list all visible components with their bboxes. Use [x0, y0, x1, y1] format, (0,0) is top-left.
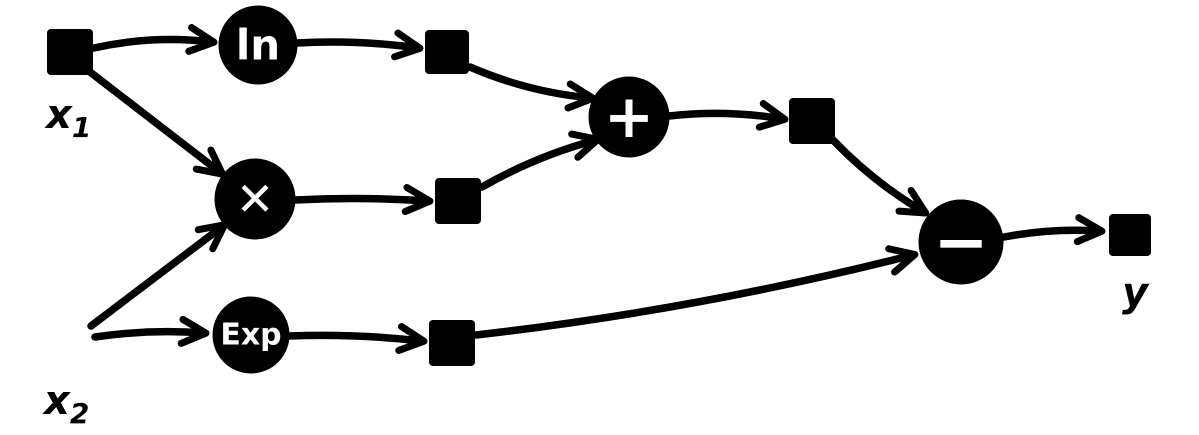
edge-s2-plus: [478, 130, 602, 191]
edge-x1-multiply: [86, 68, 227, 178]
edge-minus-out: [1000, 214, 1106, 246]
value-node-after-ln: [425, 30, 469, 74]
edge-exp-s4: [285, 323, 428, 354]
op-node-minus: [918, 199, 1004, 285]
op-node-ln: [218, 5, 298, 85]
edge-s3-minus: [829, 136, 930, 217]
edge-s4-minus: [472, 245, 919, 339]
edge-multiply-s2: [291, 184, 434, 215]
edge-x1-ln: [90, 24, 218, 55]
input-node-x1: [47, 29, 93, 75]
op-node-ln-label: ln: [236, 21, 280, 70]
op-node-multiply: [214, 158, 296, 240]
edge-x2-multiply: [87, 221, 229, 330]
edge-s1-plus: [466, 63, 597, 112]
op-node-plus: [588, 76, 670, 158]
value-node-after-exp: [429, 320, 475, 366]
label-x2: x2: [42, 378, 89, 430]
edge-plus-s3: [665, 100, 789, 131]
edges-layer: [86, 24, 1106, 354]
label-x1: x1: [44, 92, 91, 144]
op-node-minus-label: −: [933, 204, 988, 281]
output-node-y: [1109, 214, 1151, 256]
edge-x2-exp: [91, 315, 210, 347]
nodes-layer: ln ✕ + Exp −: [47, 5, 1151, 374]
value-node-after-multiply: [435, 178, 481, 224]
value-node-after-plus: [789, 98, 835, 144]
label-y: y: [1122, 270, 1150, 316]
op-node-exp: [212, 296, 290, 374]
labels-layer: x1 x2 y: [42, 92, 1150, 430]
op-node-plus-label: +: [604, 82, 654, 152]
op-node-exp-label: Exp: [220, 318, 281, 353]
op-node-multiply-label: ✕: [236, 172, 275, 226]
edge-ln-s1: [293, 29, 424, 61]
